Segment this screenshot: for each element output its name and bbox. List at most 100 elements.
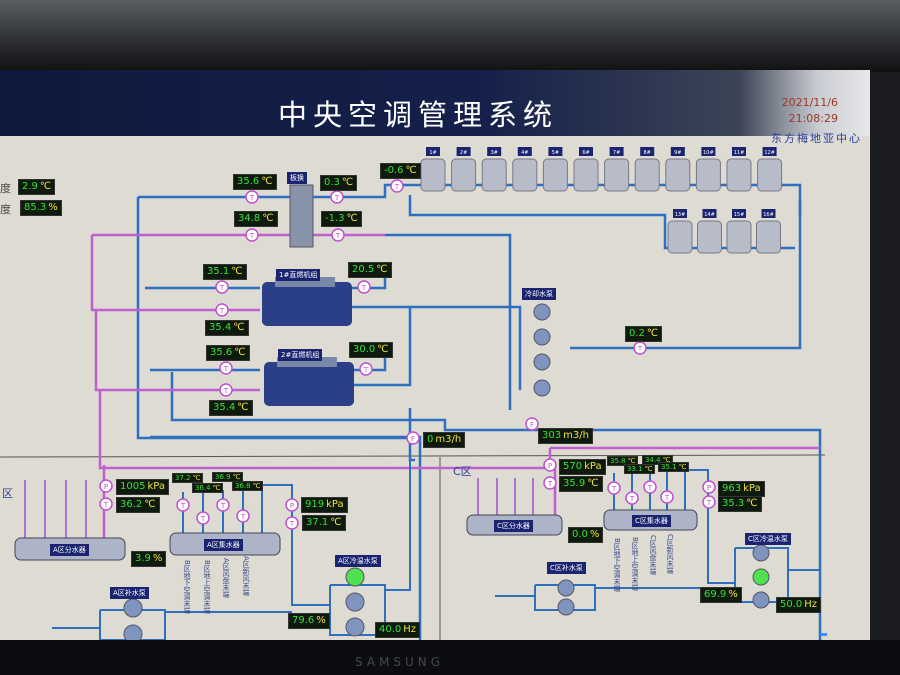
svg-text:T: T (180, 502, 186, 510)
cooling-tower[interactable]: 10# (695, 147, 721, 192)
cooling-tower[interactable]: 12# (757, 147, 783, 192)
sensor-f-icon[interactable]: F (525, 417, 539, 431)
svg-text:T: T (249, 232, 255, 240)
sensor-t-icon[interactable]: T (215, 280, 229, 294)
sensor-t-icon[interactable]: T (236, 509, 250, 523)
chiller-1-evap-temp: 20.5℃ (348, 262, 392, 278)
sensor-t-icon[interactable]: T (215, 303, 229, 317)
cooling-tower[interactable]: 15# (726, 209, 752, 254)
chiller-1-label[interactable]: 1#直燃机组 (276, 269, 321, 281)
sensor-t-icon[interactable]: T (390, 179, 404, 193)
zone-c-collector-label[interactable]: C区集水器 (632, 515, 671, 527)
svg-text:T: T (361, 284, 367, 292)
sensor-t-icon[interactable]: T (245, 228, 259, 242)
zone-a-branch-temp-1: 37.2℃ (172, 473, 204, 483)
pumps (123, 303, 770, 642)
cooling-tower[interactable]: 1# (420, 147, 446, 192)
zone-c-branch-temp-1: 35.8℃ (607, 456, 639, 466)
cooling-tower[interactable]: 4# (512, 147, 538, 192)
svg-text:T: T (220, 502, 226, 510)
sensor-t-icon[interactable]: T (660, 490, 674, 504)
svg-text:T: T (706, 499, 712, 507)
scada-screen: 中央空调管理系统 2021/11/6 21:08:29 东方梅地亚中心 (0, 70, 870, 642)
cooling-tower[interactable]: 13# (667, 209, 693, 254)
cooling-tower-label: 11# (734, 150, 745, 156)
svg-text:T: T (637, 345, 643, 353)
cooling-tower[interactable]: 11# (726, 147, 752, 192)
zone-a-collector-label[interactable]: A区集水器 (204, 539, 243, 551)
cooling-tower[interactable]: 14# (697, 209, 722, 254)
svg-text:T: T (200, 515, 206, 523)
sensor-t-icon[interactable]: T (702, 495, 716, 509)
zone-c-circ-pump-label[interactable]: C区冷温水泵 (745, 533, 791, 545)
cooling-tower-label: 7# (613, 150, 620, 156)
svg-text:T: T (289, 520, 295, 528)
sensor-t-icon[interactable]: T (216, 498, 230, 512)
svg-text:T: T (629, 495, 635, 503)
sensor-t-icon[interactable]: T (607, 481, 621, 495)
cooling-tower[interactable]: 7# (604, 147, 630, 192)
zone-c-makeup-pump-label[interactable]: C区补水泵 (547, 562, 586, 574)
zone-c-branch-temp-4: 35.1℃ (658, 462, 690, 472)
sensor-t-icon[interactable]: T (359, 362, 373, 376)
sensor-t-icon[interactable]: T (219, 383, 233, 397)
zone-a-distributor-label[interactable]: A区分水器 (50, 544, 89, 556)
chiller-2-label[interactable]: 2#直燃机组 (278, 349, 323, 361)
sensor-t-icon[interactable]: T (625, 491, 639, 505)
sensor-t-icon[interactable]: T (176, 498, 190, 512)
zone-c-supply-temp: 35.9℃ (559, 476, 603, 492)
zone-a-makeup-pump-label[interactable]: A区补水泵 (110, 587, 149, 599)
sensor-p-icon[interactable]: P (543, 458, 557, 472)
svg-text:F: F (411, 435, 415, 443)
cooling-tower[interactable]: 16# (756, 209, 781, 254)
chiller-1 (262, 277, 352, 326)
svg-text:P: P (548, 462, 552, 470)
cooling-tower[interactable]: 2# (451, 147, 477, 192)
zone-a-circ-pump-label[interactable]: A区冷温水泵 (335, 555, 381, 567)
zone-a-supply-branches (24, 478, 534, 540)
sensor-f-icon[interactable]: F (406, 431, 420, 445)
svg-text:T: T (219, 284, 225, 292)
hx-out-cold-temp: 0.3℃ (320, 175, 358, 191)
cooling-pump-label: 冷却水泵 (522, 288, 556, 300)
chiller-2-evap-temp: 30.0℃ (349, 342, 393, 358)
cooling-tower-label: 2# (460, 150, 467, 156)
zone-a-bypass-valve: 3.9% (131, 551, 167, 567)
sensor-t-icon[interactable]: T (196, 511, 210, 525)
svg-text:T: T (223, 387, 229, 395)
sensor-t-icon[interactable]: T (643, 480, 657, 494)
zone-c-distributor-label[interactable]: C区分水器 (494, 520, 533, 532)
cooling-tower-label: 9# (674, 150, 681, 156)
zone-c-pump-valve: 69.9% (700, 587, 742, 603)
organization-name: 东方梅地亚中心 (771, 132, 862, 145)
sensor-t-icon[interactable]: T (543, 476, 557, 490)
sensor-t-icon[interactable]: T (331, 228, 345, 242)
sensor-t-icon[interactable]: T (330, 190, 344, 204)
cooling-tower[interactable]: 5# (542, 147, 568, 192)
sensor-p-icon[interactable]: P (99, 479, 113, 493)
sensor-t-icon[interactable]: T (285, 516, 299, 530)
svg-text:P: P (290, 502, 294, 510)
cooling-tower[interactable]: 6# (573, 147, 599, 192)
sensor-t-icon[interactable]: T (99, 497, 113, 511)
cooling-tower[interactable]: 8# (634, 147, 660, 192)
cooling-tower[interactable]: 9# (665, 147, 691, 192)
monitor-bezel-bottom (0, 640, 900, 675)
svg-text:T: T (219, 307, 225, 315)
svg-text:P: P (707, 484, 711, 492)
sensor-t-icon[interactable]: T (245, 190, 259, 204)
zone-a-branch-label: B区地下空调末端 (183, 560, 191, 614)
sensor-t-icon[interactable]: T (357, 280, 371, 294)
sensor-t-icon[interactable]: T (633, 341, 647, 355)
zone-a-branch-temp-4: 36.8℃ (232, 481, 264, 491)
sensor-p-icon[interactable]: P (285, 498, 299, 512)
zone-c-branch-label: C区风盘末端 (649, 535, 657, 575)
cooling-tower-label: 15# (734, 212, 745, 218)
sensor-t-icon[interactable]: T (219, 361, 233, 375)
page-title: 中央空调管理系统 (278, 98, 559, 132)
sensor-p-icon[interactable]: P (702, 480, 716, 494)
cooling-tower[interactable]: 3# (481, 147, 507, 192)
